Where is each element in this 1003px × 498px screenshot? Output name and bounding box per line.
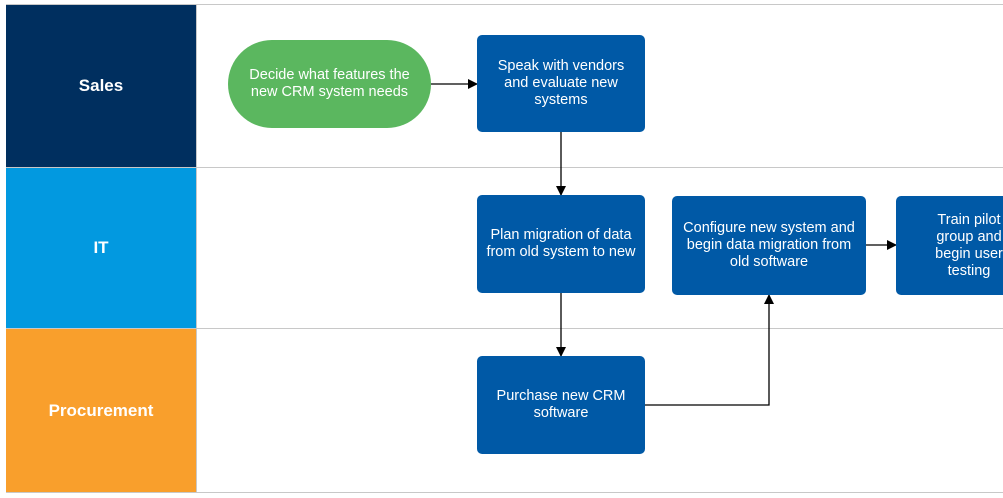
node-decide-label: Decide what features the new CRM system … <box>249 67 410 100</box>
lane-sales-header: Sales <box>6 5 196 167</box>
node-plan[interactable]: Plan migration of data from old system t… <box>477 195 645 293</box>
node-configure[interactable]: Configure new system and begin data migr… <box>672 196 866 295</box>
node-decide[interactable]: Decide what features the new CRM system … <box>228 40 431 128</box>
node-plan-label: Plan migration of data from old system t… <box>486 227 636 260</box>
lane-procurement-header: Procurement <box>6 329 196 492</box>
node-train[interactable]: Train pilot group and begin user testing <box>896 196 1003 295</box>
lane-it-header: IT <box>6 168 196 328</box>
node-train-label: Train pilot group and begin user testing <box>935 211 1003 279</box>
lane-procurement-label: Procurement <box>48 400 154 420</box>
node-purchase-label: Purchase new CRM software <box>496 388 626 421</box>
lane-sales-label: Sales <box>78 76 124 95</box>
lane-it-label: IT <box>93 238 109 257</box>
node-speak-label: Speak with vendors and evaluate new syst… <box>497 58 625 108</box>
node-purchase[interactable]: Purchase new CRM software <box>477 356 645 454</box>
node-speak[interactable]: Speak with vendors and evaluate new syst… <box>477 35 645 132</box>
node-configure-label: Configure new system and begin data migr… <box>683 220 855 270</box>
